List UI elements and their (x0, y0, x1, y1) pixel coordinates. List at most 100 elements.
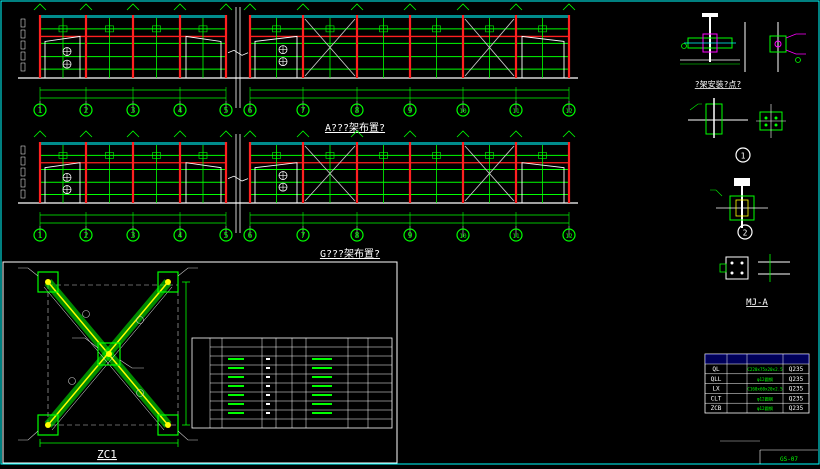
elev-a-column-tag (350, 3, 364, 11)
schedule-cell-mark (266, 376, 270, 378)
elev-a-column-tag (243, 3, 257, 11)
detail-1-mark-label: 1 (741, 152, 746, 161)
elev-a-axis-label: 5 (224, 106, 229, 115)
member-material: Q235 (789, 395, 804, 402)
elev-g-column-tag (79, 130, 93, 138)
member-code: QL (712, 366, 720, 373)
elev-a-axis-bubble (243, 103, 257, 117)
member-code: CLT (711, 395, 722, 402)
elev-a-level-tag (20, 29, 26, 39)
detail-top-section (680, 13, 806, 72)
elev-a-axis-label: 2 (84, 106, 89, 115)
elev-a-door-frame (185, 35, 222, 78)
elev-a-axis-label: 9 (408, 106, 413, 115)
elev-g-axis-bubble (79, 228, 93, 242)
elev-g-axis-bubble (243, 228, 257, 242)
elev-g-column-tag (173, 130, 187, 138)
elev-g-column-tag (296, 130, 310, 138)
elev-g-axis-label: 3 (131, 231, 136, 240)
elev-a-axis-label: 7 (301, 106, 306, 115)
detail-2-mark-label: 2 (743, 229, 748, 238)
elev-g-column-tag (126, 130, 140, 138)
elev-g-stud-clip (272, 152, 281, 159)
schedule-cell-mark (266, 358, 270, 360)
member-code: ZCB (711, 405, 722, 412)
elev-a-level-tag (20, 18, 26, 28)
elev-a-axis-bubble (296, 103, 310, 117)
detail-1-mark (735, 147, 751, 163)
elev-a-stud-clip (152, 25, 161, 33)
elev-g-stud-clip (198, 152, 208, 159)
elev-a-column-tag (126, 3, 140, 11)
schedule-cell-mark (312, 403, 332, 405)
elev-a-door-frame (44, 35, 81, 78)
elev-a-column-tag (296, 3, 310, 11)
elev-g-x-brace (464, 145, 515, 202)
elev-g-stud-clip (379, 152, 388, 159)
detail-1 (688, 98, 786, 138)
elev-a-axis-label: 11 (512, 108, 520, 115)
elev-g-column-tag (243, 130, 257, 138)
elev-a-axis-bubble (509, 103, 523, 117)
mj-a-label: MJ-A (746, 298, 768, 308)
elev-a-column-tag (509, 3, 523, 11)
elev-g-level-tag (20, 156, 26, 166)
schedule-cell-mark (266, 394, 270, 396)
schedule-cell-mark (266, 367, 270, 369)
elev-a-x-brace (464, 18, 515, 77)
member-spec: φ12圆钢 (757, 376, 773, 383)
zc1-leader-lines (18, 267, 198, 441)
elev-g-level-tag (20, 167, 26, 177)
elev-g-level-tag (20, 178, 26, 188)
zc1-material-schedule (191, 337, 393, 429)
elev-a-axis-bubble (562, 103, 576, 117)
member-spec: φ12圆钢 (757, 395, 773, 402)
elev-g-axis-bubble (126, 228, 140, 242)
schedule-cell-mark (312, 358, 332, 360)
elev-g-stud-clip (105, 152, 114, 159)
detail-caption: ?架安装?点? (695, 79, 742, 89)
elev-a-axis-bubble (33, 103, 47, 117)
title-block: GS-07 (720, 440, 818, 464)
schedule-cell-mark (266, 403, 270, 405)
elev-a-stud-clip (325, 25, 335, 33)
elev-g-x-brace (304, 145, 356, 202)
elev-g-stud-clip (538, 152, 547, 159)
member-spec: C220x75x20x2.5 (747, 367, 783, 372)
elev-g-door-frame (44, 162, 81, 203)
elev-a-stud-clip (379, 25, 388, 33)
elev-g-stud-clip (432, 152, 441, 159)
schedule-cell-mark (228, 358, 244, 360)
elev-a-stud-clip (272, 25, 281, 33)
elev-a-stud-clip (538, 25, 547, 33)
schedule-cell-mark (228, 367, 244, 369)
elev-a-axis-bubble (456, 103, 470, 117)
elev-g-door-frame (254, 162, 298, 203)
member-spec: φ12圆钢 (757, 405, 773, 412)
elev-g-axis-bubble (33, 228, 47, 242)
member-material: Q235 (789, 405, 804, 412)
zc1-brace-panel: ZC1 (2, 261, 398, 464)
elev-g-break-symbol (227, 175, 249, 182)
elev-a-axis-label: 10 (459, 108, 467, 115)
member-code: LX (712, 386, 720, 393)
elev-g-axis-bubble (509, 228, 523, 242)
schedule-cell-mark (266, 385, 270, 387)
elev-a-column-tag (79, 3, 93, 11)
detail-2-mark (737, 224, 753, 240)
zc1-gusset-plates (37, 271, 179, 436)
elev-g-axis-label: 10 (459, 233, 467, 240)
zc1-dimension-marks (39, 281, 190, 447)
elev-g-column-tag (562, 130, 576, 138)
elev-g-axis-label: 6 (248, 231, 253, 240)
elev-a-stud-clip (58, 25, 68, 33)
elev-g-stud-clip (485, 152, 494, 159)
elev-g-door-frame (521, 162, 565, 203)
elev-g-column-tag (219, 130, 233, 138)
schedule-cell-mark (228, 394, 244, 396)
elev-a-axis-label: 6 (248, 106, 253, 115)
elev-a-axis-bubble (403, 103, 417, 117)
